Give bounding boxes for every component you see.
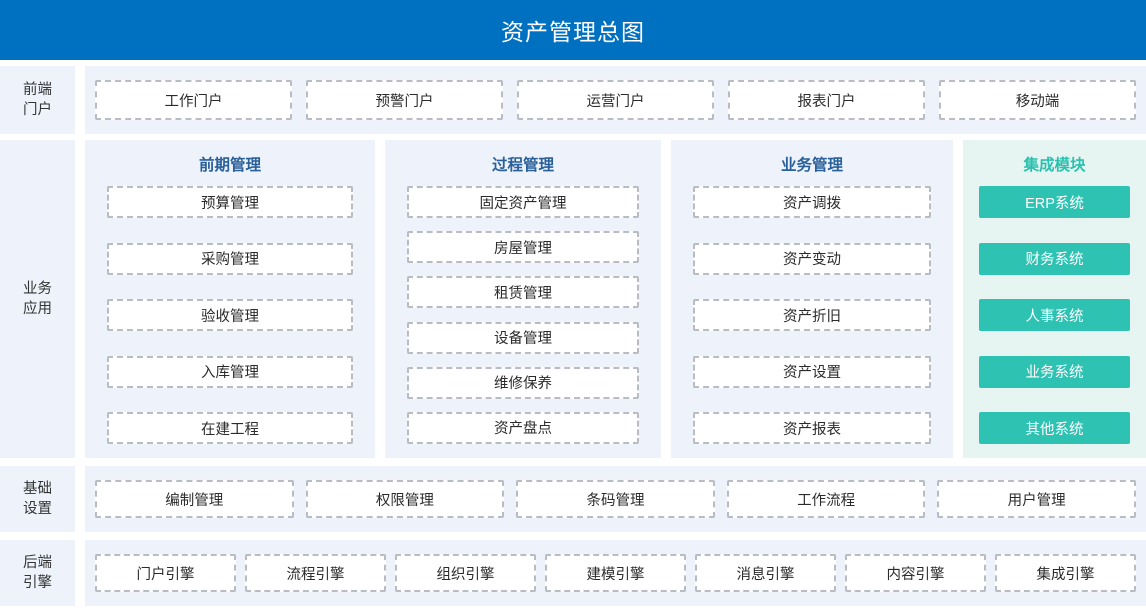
early-item-2[interactable]: 验收管理 — [107, 299, 353, 331]
column-items-integration-module: ERP系统 财务系统 人事系统 业务系统 其他系统 — [979, 186, 1130, 444]
row-gap — [75, 140, 85, 458]
base-item-1[interactable]: 权限管理 — [305, 480, 505, 518]
row-backend-engine: 后端 引擎 门户引擎 流程引擎 组织引擎 建模引擎 消息引擎 内容引擎 集成引擎 — [0, 540, 1146, 606]
row-body-base-settings: 编制管理 权限管理 条码管理 工作流程 用户管理 — [85, 466, 1146, 532]
biz-item-4[interactable]: 资产报表 — [693, 412, 931, 444]
column-items-early-management: 预算管理 采购管理 验收管理 入库管理 在建工程 — [107, 186, 353, 444]
portal-item-0[interactable]: 工作门户 — [95, 80, 292, 120]
base-item-4[interactable]: 用户管理 — [937, 480, 1136, 518]
column-early-management: 前期管理 预算管理 采购管理 验收管理 入库管理 在建工程 — [85, 140, 375, 458]
diagram-header: 资产管理总图 — [0, 0, 1146, 60]
row-gap — [75, 466, 85, 532]
row-label-frontend-portal: 前端 门户 — [0, 66, 75, 134]
row-label-line1: 业务 — [23, 281, 52, 297]
row-label-business-application: 业务 应用 — [0, 140, 75, 458]
page-title: 资产管理总图 — [501, 19, 645, 45]
biz-item-3[interactable]: 资产设置 — [693, 355, 931, 388]
process-item-2[interactable]: 租赁管理 — [407, 276, 639, 309]
engine-item-5[interactable]: 内容引擎 — [845, 554, 986, 592]
engine-item-3[interactable]: 建模引擎 — [545, 554, 686, 592]
row-label-backend-engine: 后端 引擎 — [0, 540, 75, 606]
engine-item-0[interactable]: 门户引擎 — [95, 554, 236, 592]
column-title-early-management: 前期管理 — [198, 157, 261, 174]
early-item-0[interactable]: 预算管理 — [107, 186, 353, 218]
portal-item-3[interactable]: 报表门户 — [728, 80, 925, 120]
biz-item-2[interactable]: 资产折旧 — [693, 299, 931, 331]
row-body-backend-engine: 门户引擎 流程引擎 组织引擎 建模引擎 消息引擎 内容引擎 集成引擎 — [85, 540, 1146, 606]
base-item-0[interactable]: 编制管理 — [95, 480, 294, 518]
integration-item-2[interactable]: 人事系统 — [979, 299, 1130, 331]
base-item-3[interactable]: 工作流程 — [726, 480, 926, 518]
column-process-management: 过程管理 固定资产管理 房屋管理 租赁管理 设备管理 维修保养 资产盘点 — [385, 140, 661, 458]
biz-item-0[interactable]: 资产调拨 — [693, 186, 931, 218]
process-item-1[interactable]: 房屋管理 — [407, 231, 639, 264]
integration-item-3[interactable]: 业务系统 — [979, 355, 1130, 388]
biz-item-1[interactable]: 资产变动 — [693, 242, 931, 275]
row-label-line1: 基础 — [23, 481, 52, 497]
column-title-integration-module: 集成模块 — [1023, 157, 1086, 174]
engine-item-1[interactable]: 流程引擎 — [245, 554, 386, 592]
process-item-5[interactable]: 资产盘点 — [407, 411, 639, 444]
base-item-2[interactable]: 条码管理 — [516, 480, 715, 518]
portal-item-2[interactable]: 运营门户 — [517, 80, 714, 120]
column-title-process-management: 过程管理 — [491, 157, 554, 174]
column-integration-module: 集成模块 ERP系统 财务系统 人事系统 业务系统 其他系统 — [963, 140, 1146, 458]
row-label-line1: 前端 — [23, 82, 52, 98]
row-label-line2: 引擎 — [23, 575, 52, 591]
column-items-business-management: 资产调拨 资产变动 资产折旧 资产设置 资产报表 — [693, 186, 931, 444]
row-label-base-settings: 基础 设置 — [0, 466, 75, 532]
early-item-4[interactable]: 在建工程 — [107, 412, 353, 444]
row-base-settings: 基础 设置 编制管理 权限管理 条码管理 工作流程 用户管理 — [0, 466, 1146, 532]
process-item-3[interactable]: 设备管理 — [407, 321, 639, 354]
integration-item-0[interactable]: ERP系统 — [979, 186, 1130, 218]
row-label-line2: 设置 — [23, 501, 52, 517]
engine-item-2[interactable]: 组织引擎 — [395, 554, 536, 592]
process-item-0[interactable]: 固定资产管理 — [407, 186, 639, 218]
row-frontend-portal: 前端 门户 工作门户 预警门户 运营门户 报表门户 移动端 — [0, 66, 1146, 134]
column-business-management: 业务管理 资产调拨 资产变动 资产折旧 资产设置 资产报表 — [671, 140, 953, 458]
early-item-1[interactable]: 采购管理 — [107, 242, 353, 275]
early-item-3[interactable]: 入库管理 — [107, 355, 353, 388]
row-gap — [75, 66, 85, 134]
row-gap — [75, 540, 85, 606]
column-title-business-management: 业务管理 — [780, 157, 843, 174]
row-body-business-application: 前期管理 预算管理 采购管理 验收管理 入库管理 在建工程 过程管理 固定资产管… — [85, 140, 1146, 458]
process-item-4[interactable]: 维修保养 — [407, 366, 639, 399]
integration-item-1[interactable]: 财务系统 — [979, 242, 1130, 275]
row-body-frontend-portal: 工作门户 预警门户 运营门户 报表门户 移动端 — [85, 66, 1146, 134]
portal-item-1[interactable]: 预警门户 — [306, 80, 503, 120]
row-label-line1: 后端 — [23, 555, 52, 571]
row-label-line2: 门户 — [23, 102, 52, 118]
column-items-process-management: 固定资产管理 房屋管理 租赁管理 设备管理 维修保养 资产盘点 — [407, 186, 639, 444]
row-business-application: 业务 应用 前期管理 预算管理 采购管理 验收管理 入库管理 在建工程 过程管理 — [0, 140, 1146, 458]
integration-item-4[interactable]: 其他系统 — [979, 412, 1130, 444]
row-label-line2: 应用 — [23, 301, 52, 317]
engine-item-4[interactable]: 消息引擎 — [695, 554, 836, 592]
engine-item-6[interactable]: 集成引擎 — [995, 554, 1136, 592]
portal-item-4[interactable]: 移动端 — [939, 80, 1136, 120]
